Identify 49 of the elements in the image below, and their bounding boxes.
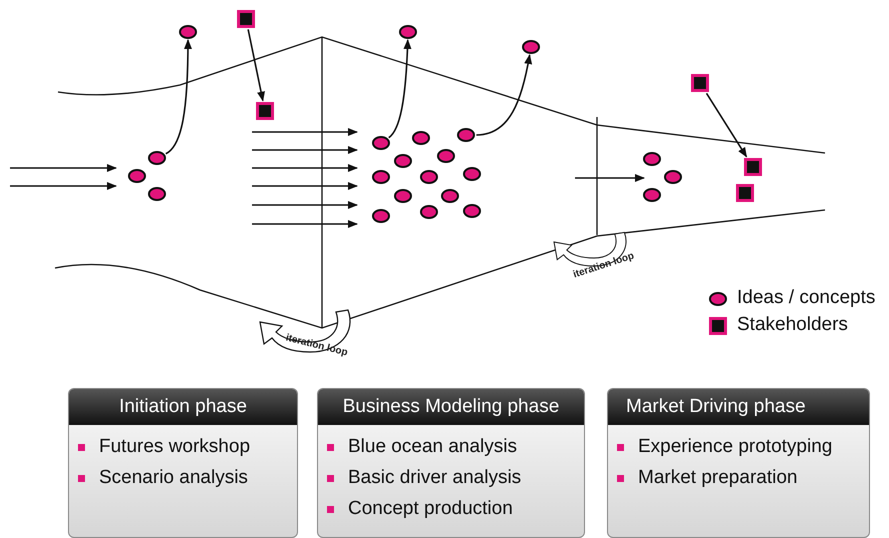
stakeholder-square — [744, 158, 762, 176]
idea-dot — [463, 204, 481, 218]
idea-dot — [441, 189, 459, 203]
arrow — [706, 92, 748, 158]
arrow — [388, 39, 412, 138]
list-item: Experience prototyping — [608, 436, 832, 458]
list-item: Concept production — [318, 498, 513, 520]
idea-dot — [394, 189, 412, 203]
phase-heading: Market Driving phase — [608, 389, 869, 425]
idea-dot — [437, 149, 455, 163]
idea-dot — [420, 170, 438, 184]
idea-dot — [148, 151, 166, 165]
list-item: Basic driver analysis — [318, 467, 522, 489]
phase-card — [607, 388, 870, 538]
idea-dot — [643, 188, 661, 202]
list-item: Blue ocean analysis — [318, 436, 517, 458]
idea-dot — [457, 128, 475, 142]
list-item: Futures workshop — [69, 436, 250, 458]
idea-dot — [522, 40, 540, 54]
loop-label: iteration loop — [284, 332, 348, 358]
idea-dot — [399, 25, 417, 39]
idea-dot — [643, 152, 661, 166]
idea-dot — [148, 187, 166, 201]
idea-dot — [412, 131, 430, 145]
idea-dot — [128, 169, 146, 183]
stakeholder-square — [237, 10, 255, 28]
legend-label: Stakeholders — [737, 314, 848, 336]
idea-dot — [372, 209, 390, 223]
phase-card — [68, 388, 298, 538]
legend-label: Ideas / concepts — [737, 287, 876, 309]
idea-dot — [179, 25, 197, 39]
stakeholder-square — [691, 74, 709, 92]
phase-heading: Initiation phase — [69, 389, 297, 425]
idea-dot — [420, 205, 438, 219]
idea-dot — [394, 154, 412, 168]
stakeholder-square — [256, 102, 274, 120]
arrow — [165, 39, 192, 154]
phase-card — [317, 388, 585, 538]
idea-dot — [372, 136, 390, 150]
loop-label: iteration loop — [571, 250, 635, 281]
idea-dot — [463, 167, 481, 181]
list-item: Market preparation — [608, 467, 798, 489]
arrow — [247, 29, 265, 102]
stakeholder-square — [736, 184, 754, 202]
idea-dot — [664, 170, 682, 184]
idea-dot — [372, 170, 390, 184]
phase-heading: Business Modeling phase — [318, 389, 584, 425]
list-item: Scenario analysis — [69, 467, 248, 489]
arrow — [476, 54, 532, 136]
